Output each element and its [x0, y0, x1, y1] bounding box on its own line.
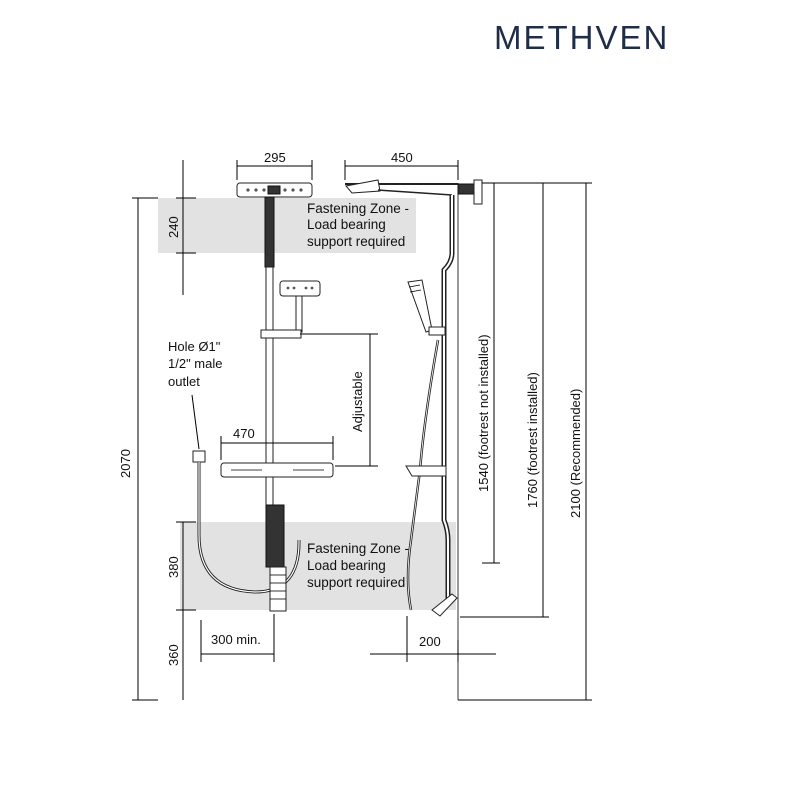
shelf-front	[220, 462, 334, 478]
outlet-note-line1: Hole Ø1"	[168, 339, 221, 354]
outlet-note-line3: outlet	[168, 374, 200, 389]
zone-bottom-line2: Load bearing	[307, 558, 386, 573]
dim-shelf-width: 470	[233, 426, 255, 441]
riser-upper	[264, 196, 275, 268]
dim-hose-clearance: 300 min.	[211, 632, 261, 647]
dim-height-no-footrest: 1540 (footrest not installed)	[476, 334, 491, 492]
dim-zone-top-height: 240	[166, 216, 181, 238]
side-hand-shower	[407, 279, 433, 333]
side-view	[345, 179, 483, 700]
dim-adjustable: Adjustable	[350, 371, 365, 432]
front-view	[192, 182, 334, 612]
dim-head-width: 295	[264, 150, 286, 165]
brand-logo: METHVEN	[494, 19, 670, 56]
dim-height-recommended: 2100 (Recommended)	[568, 389, 583, 518]
side-shelf	[405, 465, 447, 477]
footrest	[431, 593, 458, 617]
wall-outlet	[192, 450, 206, 463]
dim-base-height: 360	[166, 644, 181, 666]
zone-bottom-line1: Fastening Zone -	[307, 541, 409, 556]
fastening-zone-top-band	[158, 198, 416, 253]
slide-bracket	[260, 329, 302, 339]
labels: 295 450 240 2070 Adjustable 470 380 360 …	[118, 150, 583, 666]
dim-height-footrest: 1760 (footrest installed)	[525, 372, 540, 508]
zone-top-line2: Load bearing	[307, 217, 386, 232]
outlet-note-line2: 1/2" male	[168, 356, 222, 371]
dim-overall-height: 2070	[118, 449, 133, 478]
dim-wall-offset: 200	[419, 634, 441, 649]
dimension-lines	[132, 160, 592, 701]
zone-top-line1: Fastening Zone -	[307, 201, 409, 216]
dim-side-projection: 450	[391, 150, 413, 165]
zone-top-line3: support required	[307, 234, 405, 249]
dim-zone-bottom-height: 380	[166, 556, 181, 578]
hand-shower-head	[279, 280, 321, 297]
side-overhead-head	[345, 179, 381, 194]
riser-lower	[265, 504, 285, 568]
zone-bottom-line3: support required	[307, 575, 405, 590]
